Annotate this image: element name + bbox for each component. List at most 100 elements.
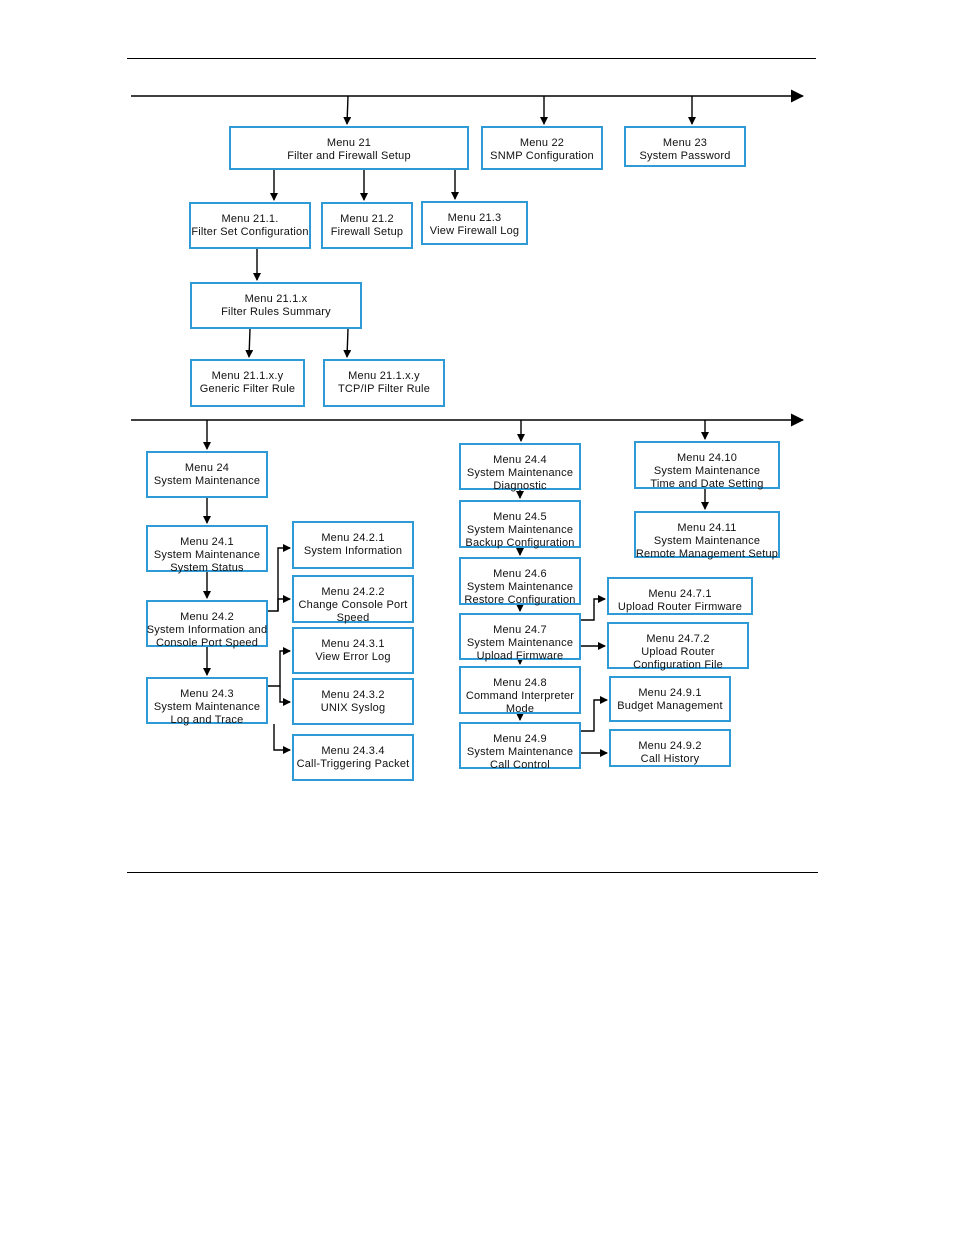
menu-box-line: Menu 22	[519, 137, 565, 149]
header-rule	[127, 58, 816, 59]
menu-box-line: Change Console Port	[298, 599, 408, 611]
menu-box-line: Menu 23	[662, 137, 708, 149]
menu-box-line: System Maintenance	[466, 524, 574, 536]
menu-box-line: Menu 24	[184, 462, 230, 474]
connector-arrow	[268, 544, 291, 612]
menu-box-line: Menu 24.4	[493, 454, 547, 466]
menu-box-line: Menu 24.9.2	[638, 740, 702, 752]
menu-box-line: Time and Date Setting	[650, 478, 764, 490]
menu-box-line: Menu 24.9	[493, 733, 547, 745]
connector-arrow	[273, 724, 291, 754]
menu-box-line: Menu 21.1.	[221, 213, 279, 225]
menu-box-line: Call Control	[490, 759, 550, 771]
connector-arrow	[343, 95, 352, 125]
menu-box-line: Configuration File	[633, 659, 723, 671]
menu-box-line: System Status	[170, 562, 244, 574]
menu-box-line: Remote Management Setup	[635, 548, 779, 560]
connector-arrow	[343, 328, 352, 358]
menu-box-line: Menu 24.5	[493, 511, 547, 523]
connector-arrow	[581, 595, 606, 621]
menu-box-line: Filter Rules Summary	[221, 306, 331, 318]
menu-box-line: System Maintenance	[466, 746, 574, 758]
menu-box-line: Menu 21	[326, 137, 372, 149]
menu-box-line: Menu 21.2	[340, 213, 394, 225]
menu-box-line: Upload Firmware	[476, 650, 564, 662]
footer-rule	[127, 872, 818, 873]
menu-box-line: View Error Log	[315, 651, 391, 663]
menu-box-line: TCP/IP Filter Rule	[337, 383, 431, 395]
menu-box-line: Menu 24.10	[676, 452, 738, 464]
menu-box-line: Backup Configuration	[465, 537, 575, 549]
menu-box-line: Filter Set Configuration	[191, 226, 309, 238]
menu-box-line: Menu 24.7.1	[648, 588, 712, 600]
menu-box-line: Diagnostic	[493, 480, 547, 492]
menu-box-line: System Password	[639, 150, 731, 162]
menu-box-line: Call History	[640, 753, 700, 765]
menu-box-line: Restore Configuration	[464, 594, 576, 606]
connector-arrow	[245, 328, 254, 358]
menu-box-line: Mode	[505, 703, 535, 715]
menu-box-line: Call-Triggering Packet	[296, 758, 410, 770]
menu-box-line: System Information	[303, 545, 403, 557]
menu-box-line: Menu 24.2.2	[321, 586, 385, 598]
menu-box-line: System Maintenance	[653, 465, 761, 477]
menu-box-line: System Information and	[146, 624, 268, 636]
menu-box-line: Menu 21.3	[447, 212, 502, 224]
menu-box-line: Menu 24.3	[180, 688, 234, 700]
menu-box-line: System Maintenance	[153, 701, 261, 713]
menu-box-line: Menu 24.3.2	[321, 689, 385, 701]
connector-arrow	[581, 696, 608, 732]
menu-box-line: View Firewall Log	[429, 225, 520, 237]
menu-box-line: System Maintenance	[153, 475, 261, 487]
menu-box-line: Menu 24.3.1	[321, 638, 385, 650]
menu-box-line: Menu 21.1.x.y	[348, 370, 420, 382]
menu-box-line: Menu 24.6	[493, 568, 547, 580]
menu-box-line: Menu 24.7	[493, 624, 547, 636]
menu-box-line: System Maintenance	[653, 535, 761, 547]
connector-arrow	[268, 647, 291, 687]
menu-box-line: Menu 24.11	[677, 522, 737, 534]
menu-box-line: Menu 24.9.1	[638, 687, 702, 699]
menu-box-line: Menu 24.3.4	[321, 745, 385, 757]
menu-box-line: Menu 24.8	[493, 677, 547, 689]
menu-box-line: System Maintenance	[466, 581, 574, 593]
menu-box-line: Firewall Setup	[330, 226, 404, 238]
menu-box-line: Menu 24.2.1	[321, 532, 385, 544]
menu-box-line: Speed	[336, 612, 370, 624]
menu-box-line: System Maintenance	[466, 637, 574, 649]
menu-box-line: Filter and Firewall Setup	[287, 150, 411, 162]
menu-box-line: Upload Router	[641, 646, 715, 658]
menu-box-line: Console Port Speed	[155, 637, 259, 649]
menu-box-line: Command Interpreter	[465, 690, 575, 702]
menu-box-line: Menu 24.7.2	[646, 633, 710, 645]
